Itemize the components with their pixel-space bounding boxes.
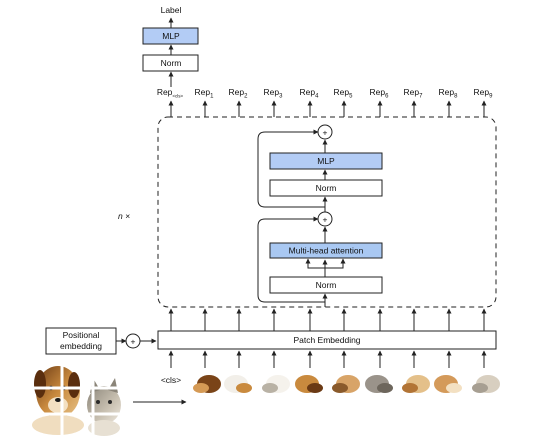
- patch-thumbnails: [192, 370, 500, 394]
- plus-top-label: +: [323, 128, 328, 138]
- rep-label: Rep4: [300, 87, 320, 100]
- head-mlp-box: [142, 27, 199, 45]
- patch-embedding-label: Patch Embedding: [293, 335, 360, 345]
- head-norm-label: Norm: [161, 58, 182, 68]
- patch-thumbnail: [331, 370, 360, 394]
- rep-label: Rep3: [264, 87, 284, 100]
- patch-thumbnail: [224, 370, 252, 394]
- cls-token-label: <cls>: [161, 375, 181, 385]
- patch-thumbnail: [295, 370, 323, 394]
- positional-plus-label: +: [131, 337, 136, 347]
- patch-thumbnail: [365, 370, 393, 394]
- rep-label: Rep1: [195, 87, 215, 100]
- rep-label: Rep6: [370, 87, 390, 100]
- plus-bottom-label: +: [323, 215, 328, 225]
- encoder-mlp-box: [269, 152, 383, 170]
- positional-embedding-box: [45, 327, 117, 355]
- encoder-norm-bottom-box: [269, 276, 383, 294]
- patch-thumbnail: [434, 370, 462, 394]
- encoder-norm-top-label: Norm: [316, 183, 337, 193]
- rep-label: Rep7: [404, 87, 424, 100]
- token-arrows: [168, 100, 487, 368]
- rep-label: Rep2: [229, 87, 249, 100]
- encoder-norm-top-box: [269, 179, 383, 197]
- repeat-label: n ×: [118, 211, 130, 221]
- rep-labels: Rep<cls> Rep1 Rep2 Rep3 Rep4 Rep5 Rep6 Rep7 Rep8…: [157, 87, 493, 100]
- attention-box: [269, 242, 383, 259]
- positional-line2: embedding: [60, 341, 102, 351]
- rep-label: Rep8: [439, 87, 459, 100]
- head-mlp-label: MLP: [162, 31, 180, 41]
- patch-thumbnail: [192, 370, 221, 394]
- patch-embedding-box: [157, 330, 497, 350]
- rep-label: Rep9: [474, 87, 494, 100]
- rep-label: Rep<cls>: [157, 87, 184, 99]
- patch-thumbnail: [261, 370, 290, 394]
- encoder-mlp-label: MLP: [317, 156, 335, 166]
- label-text: Label: [161, 5, 182, 15]
- rep-label: Rep5: [334, 87, 354, 100]
- input-image: [32, 362, 124, 440]
- patch-thumbnail: [401, 370, 430, 394]
- attention-label: Multi-head attention: [289, 246, 364, 256]
- encoder-norm-bottom-label: Norm: [316, 280, 337, 290]
- patch-thumbnail: [471, 370, 500, 394]
- encoder-block: [157, 116, 497, 308]
- head-norm-box: [142, 54, 199, 72]
- positional-line1: Positional: [63, 330, 100, 340]
